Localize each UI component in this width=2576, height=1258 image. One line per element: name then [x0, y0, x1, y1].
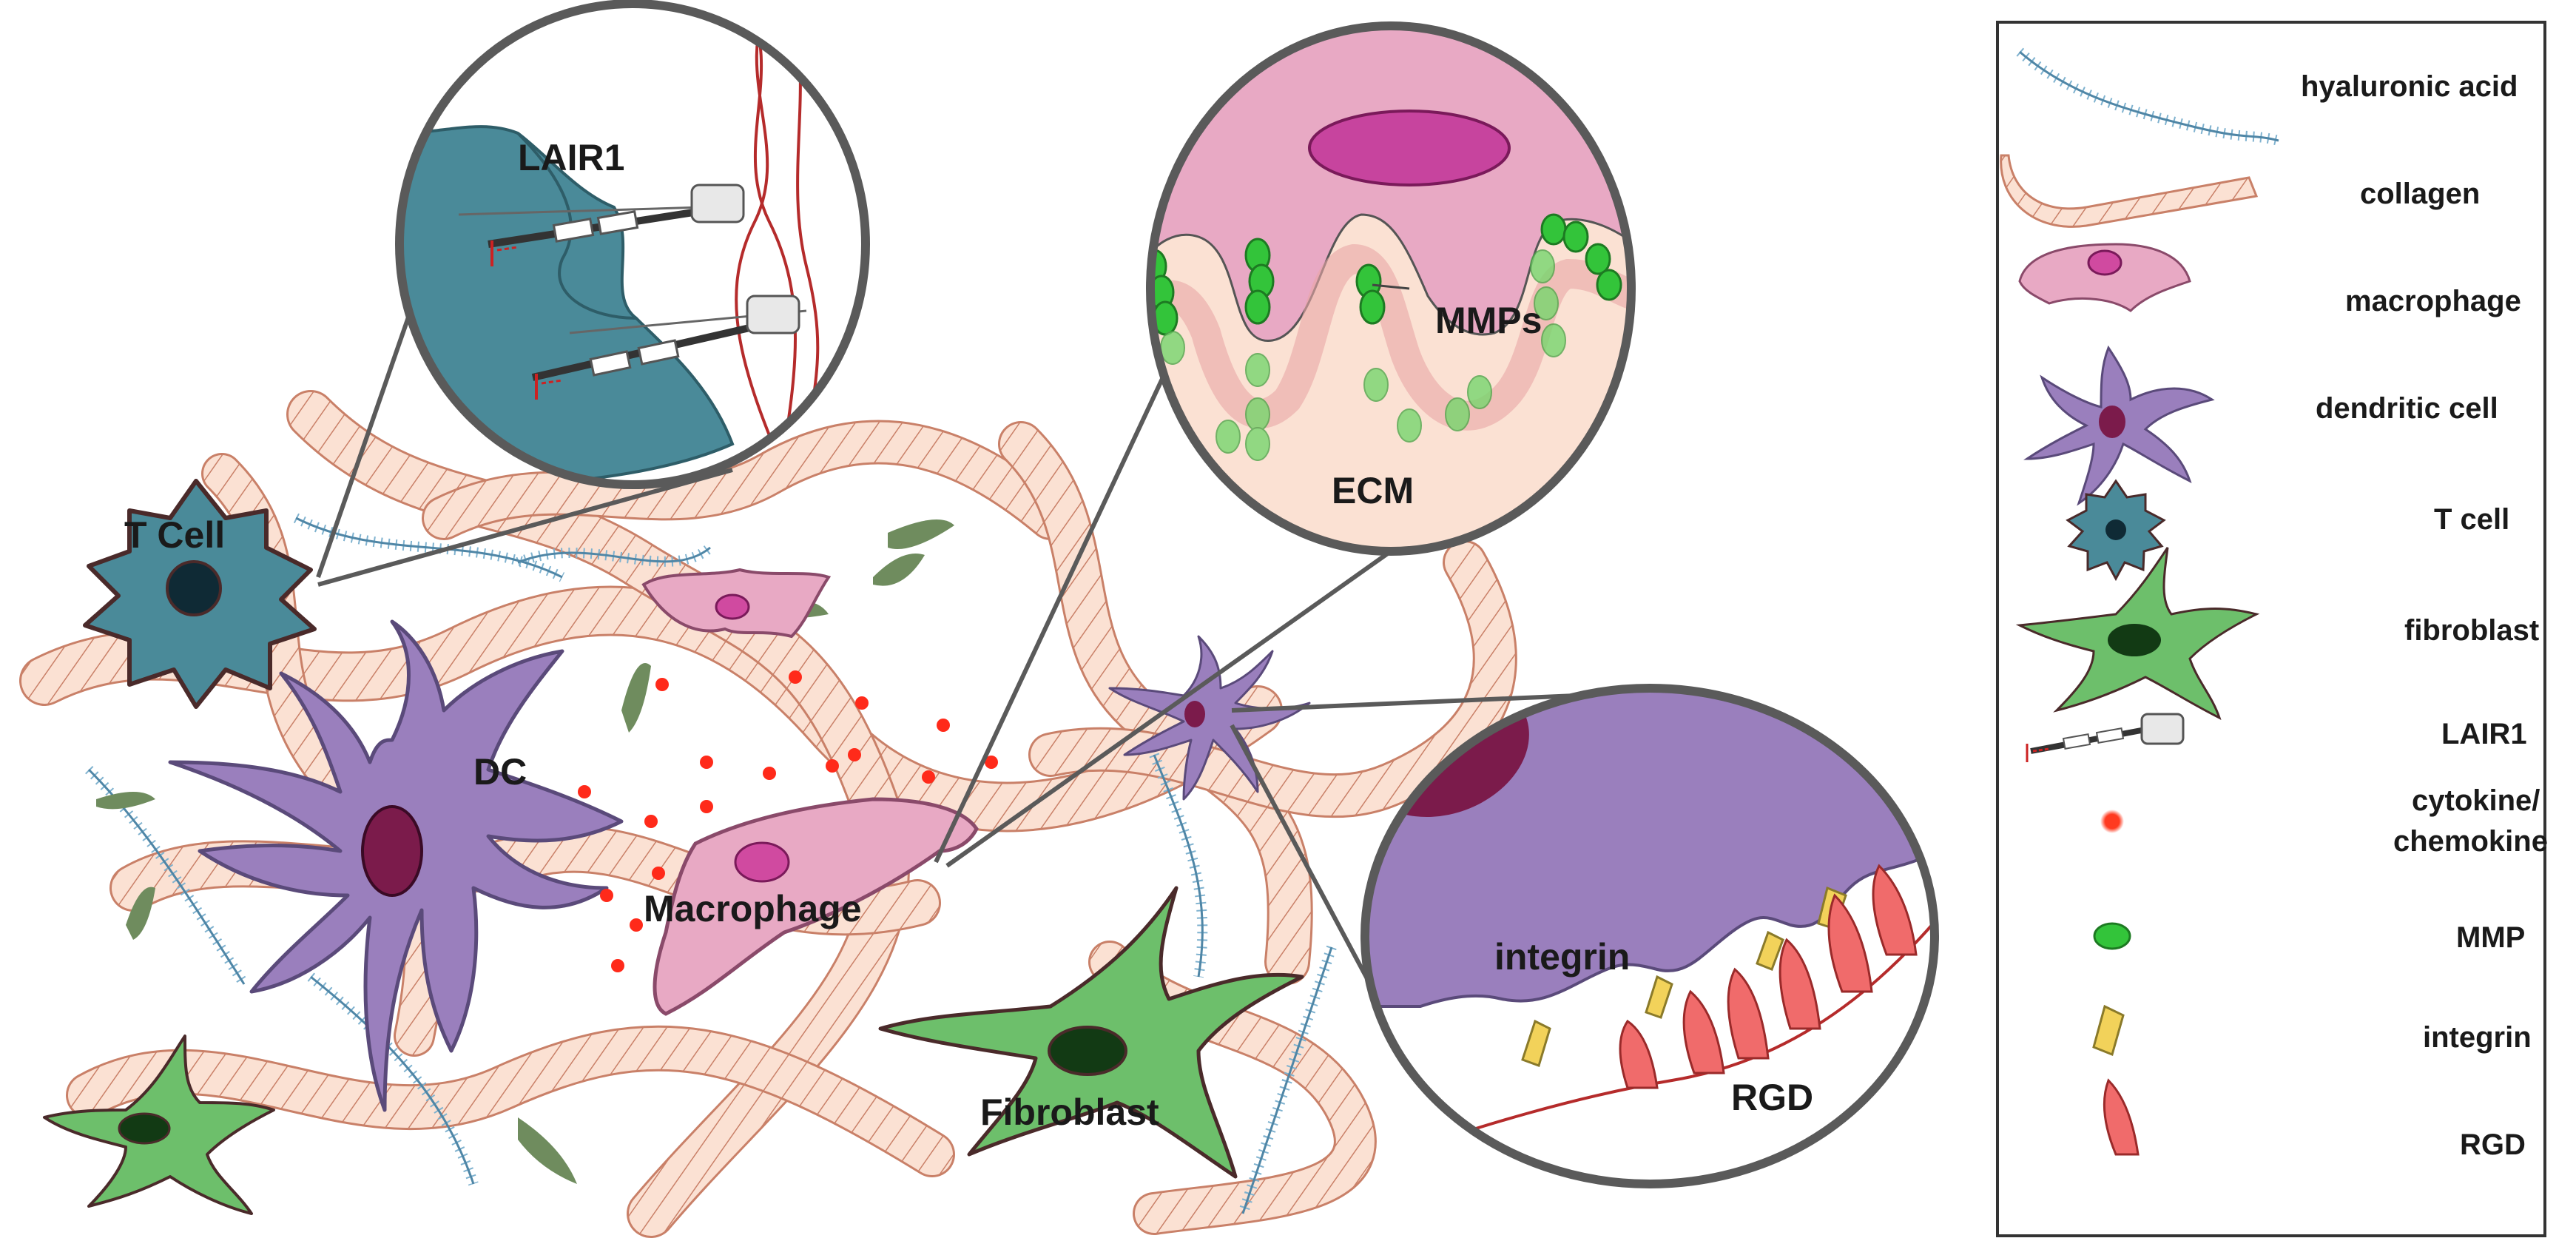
legend-label: T cell	[2434, 503, 2509, 536]
t-cell	[83, 479, 317, 709]
rgd-peptides	[1619, 864, 1918, 1089]
inset-connectors	[316, 310, 1577, 997]
integrin-icon	[2092, 1004, 2125, 1057]
cytokine-icon	[2100, 810, 2124, 833]
macrophage-label: Macrophage	[644, 888, 862, 929]
legend-label: MMP	[2456, 921, 2525, 954]
legend-label: RGD	[2460, 1128, 2526, 1161]
legend-label: chemokine	[2393, 825, 2548, 858]
legend-label: collagen	[2360, 178, 2480, 210]
integrin-inset	[1361, 684, 1939, 1188]
legend-label: dendritic cell	[2316, 392, 2498, 425]
macrophage-main	[653, 797, 979, 1016]
dc-label: DC	[473, 751, 527, 793]
ecm-label: ECM	[1332, 470, 1414, 511]
legend-label: LAIR1	[2441, 718, 2527, 750]
macrophage-small	[641, 568, 832, 639]
macrophage-icon	[2018, 243, 2191, 312]
hyaluronic-acid-icon	[2016, 47, 2280, 146]
lair1-inset	[395, 0, 870, 489]
mmps-label: MMPs	[1435, 300, 1542, 341]
fibroblast-label: Fibroblast	[980, 1092, 1159, 1133]
t-cell-label: T Cell	[124, 514, 225, 556]
fibroblast-main	[878, 886, 1304, 1179]
legend-label: integrin	[2423, 1021, 2532, 1054]
legend-label: hyaluronic acid	[2301, 70, 2518, 103]
rgd-inset-label: RGD	[1731, 1077, 1813, 1118]
fibroblast-icon	[2015, 547, 2260, 720]
dendritic-cell-icon	[2023, 345, 2215, 506]
mmp-inset	[1146, 21, 1636, 556]
legend: hyaluronic acid collagen macrophage dend…	[1996, 21, 2548, 1237]
dendritic-cell-small	[1108, 635, 1311, 801]
lair1-receptor	[531, 295, 807, 400]
collagen-icon	[2000, 154, 2259, 228]
rgd-icon	[2103, 1078, 2140, 1156]
fibroblast-small	[43, 1035, 275, 1215]
t-cell-icon	[2066, 479, 2166, 582]
integrin-inset-label: integrin	[1494, 936, 1630, 978]
cytokines	[578, 670, 998, 972]
lair1-receptor	[458, 184, 745, 266]
mmp-icon	[2093, 922, 2131, 950]
legend-label: fibroblast	[2404, 614, 2539, 647]
lair1-inset-label: LAIR1	[518, 137, 624, 178]
lair1-icon	[2026, 713, 2185, 762]
legend-label: cytokine/	[2412, 784, 2540, 817]
legend-label: macrophage	[2345, 285, 2521, 317]
dendritic-cell-main	[168, 619, 624, 1112]
